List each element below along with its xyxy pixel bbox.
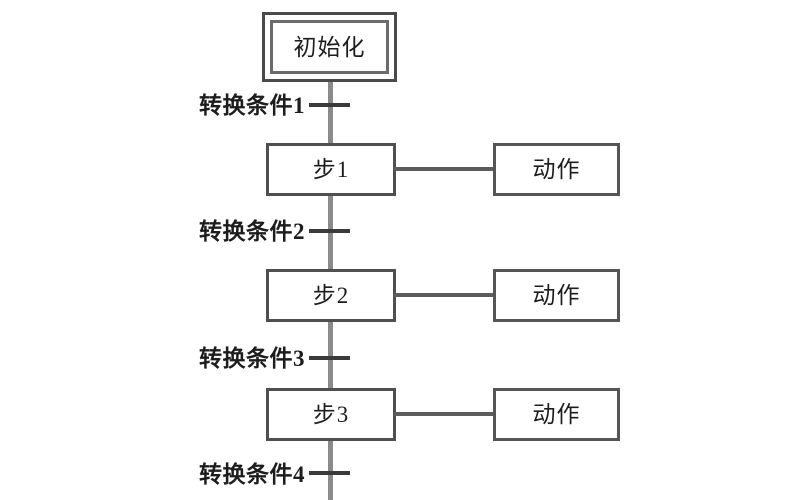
transition-bar-1 [309,103,350,107]
action-label-3: 动作 [532,402,581,427]
action-box-2[interactable]: 动作 [493,269,620,322]
transition-label-2: 转换条件2 [199,219,305,244]
initial-step-label: 初始化 [293,34,366,60]
transition-label-3: 转换条件3 [199,346,305,371]
step-box-1[interactable]: 步1 [266,143,396,196]
step-box-2[interactable]: 步2 [266,269,396,322]
action-box-3[interactable]: 动作 [493,388,620,441]
trunk-line-t1-to-step1 [328,100,333,145]
transition-bar-4 [309,471,350,475]
initial-step-box[interactable]: 初始化 [262,12,397,82]
trunk-line-step3-to-t4 [328,437,333,500]
step-box-3[interactable]: 步3 [266,388,396,441]
transition-bar-3 [309,356,350,360]
action-label-1: 动作 [532,157,581,182]
transition-label-1: 转换条件1 [199,93,305,118]
transition-label-4: 转换条件4 [199,462,305,487]
action-box-1[interactable]: 动作 [493,143,620,196]
step-label-1: 步1 [312,157,350,182]
action-label-2: 动作 [532,283,581,308]
transition-bar-2 [309,229,350,233]
step-action-connector-3 [394,412,495,416]
initial-step-inner-frame: 初始化 [270,20,389,74]
step-action-connector-1 [394,167,495,171]
step-action-connector-2 [394,293,495,297]
step-label-3: 步3 [312,402,350,427]
trunk-line-step1-to-t2 [328,195,333,275]
step-label-2: 步2 [312,283,350,308]
